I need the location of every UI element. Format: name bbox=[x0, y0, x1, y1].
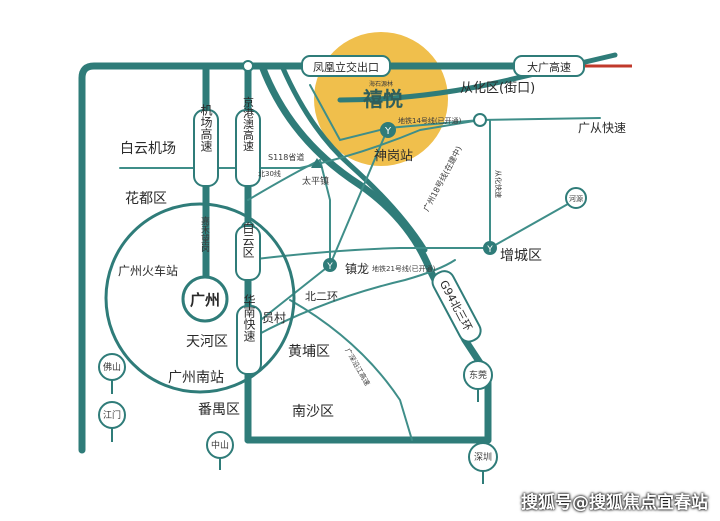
fenghuang-shield bbox=[301, 55, 391, 77]
shenzhen-label: 深圳 bbox=[474, 452, 492, 463]
bei30-label: 北30线 bbox=[258, 169, 281, 178]
daguang-label: 大广高速 bbox=[527, 60, 571, 74]
zhenlong-road bbox=[247, 199, 576, 261]
jinggangao-shield bbox=[235, 109, 261, 187]
foshan-label: 佛山 bbox=[103, 361, 121, 373]
yuancun-label: 员村 bbox=[262, 311, 286, 325]
metro18-label: 广州18号线(在建中) bbox=[421, 144, 464, 213]
location-pin-icon bbox=[206, 431, 234, 470]
watermark: 搜狐号@搜狐焦点宜春站 bbox=[521, 493, 708, 513]
svg-text:Y: Y bbox=[326, 262, 333, 272]
airport-label: 白云机场 bbox=[120, 141, 176, 157]
junction-node-icon bbox=[473, 113, 487, 127]
taiping-label: 太平镇 bbox=[302, 175, 329, 187]
zhongshan-label: 中山 bbox=[211, 439, 229, 451]
metro14-line bbox=[309, 84, 481, 142]
baiyun-shield bbox=[235, 225, 261, 281]
nansha-label: 南沙区 bbox=[292, 404, 334, 420]
metro-y-icon: Y bbox=[323, 258, 337, 272]
huadu-label: 花都区 bbox=[125, 191, 167, 207]
metro14-label: 地铁14号线(已开通) bbox=[398, 116, 462, 125]
g94-shield bbox=[431, 270, 482, 343]
daguang-lower bbox=[337, 52, 618, 103]
guangzhou-badge bbox=[181, 275, 229, 323]
beierhuan-label: 北二环 bbox=[305, 290, 338, 303]
svg-text:Y: Y bbox=[384, 126, 392, 137]
metro-y-icon: Y bbox=[380, 122, 396, 138]
taiping-marker-icon bbox=[311, 158, 323, 168]
tianhe-label: 天河区 bbox=[186, 334, 228, 350]
guangzhou-label: 广州 bbox=[190, 291, 220, 309]
guangzhou-station-label: 广州火车站 bbox=[118, 263, 178, 278]
north-ring-curve bbox=[258, 62, 492, 444]
location-pin-icon bbox=[565, 187, 587, 209]
g94-inner bbox=[279, 63, 428, 253]
beierhuan-road bbox=[247, 259, 456, 341]
heyuan-label: 河源 bbox=[569, 194, 583, 203]
fenghuang-label: 凤凰立交出口 bbox=[313, 60, 379, 74]
huangpu-label: 黄埔区 bbox=[288, 343, 330, 360]
metro21-label: 地铁21号线(已开通) bbox=[372, 264, 436, 273]
taiping-road bbox=[247, 158, 331, 266]
baiyun-label: 白云区 bbox=[241, 221, 255, 258]
huanan-shield bbox=[236, 305, 262, 375]
guangshen-road bbox=[289, 299, 413, 441]
metro-y-icon: Y bbox=[483, 241, 497, 255]
conghua-label: 从化区(街口) bbox=[460, 81, 535, 96]
dongguan-label: 东莞 bbox=[469, 369, 487, 381]
guangzhou-south-label: 广州南站 bbox=[168, 370, 224, 386]
outer-ring-road bbox=[78, 62, 579, 454]
location-pin-icon bbox=[98, 353, 126, 394]
location-pin-icon bbox=[463, 360, 493, 402]
svg-text:Y: Y bbox=[486, 245, 493, 255]
conghua-road-label: 从化快速 bbox=[494, 170, 503, 198]
zengcheng-label: 增城区 bbox=[500, 248, 542, 264]
daguang-shield bbox=[513, 55, 585, 77]
guangzhou-ring bbox=[104, 202, 296, 394]
huanan-label: 华南快速 bbox=[242, 294, 256, 342]
panyu-label: 番禺区 bbox=[198, 402, 240, 418]
location-pin-icon bbox=[468, 442, 498, 484]
guangshen-label: 广深沿江高速 bbox=[343, 347, 372, 388]
brand-top: 海石源林 bbox=[369, 80, 393, 88]
brand-name: 禧悦 bbox=[363, 87, 403, 111]
junction-node-icon bbox=[242, 60, 254, 72]
jinggangao-label: 京港澳高速 bbox=[242, 95, 255, 151]
guangcong-label: 广从快速 bbox=[578, 121, 626, 135]
zhenlong-label: 镇龙 bbox=[345, 262, 369, 276]
location-pin-icon bbox=[98, 401, 126, 442]
jichang-label: 机场高速 bbox=[199, 104, 213, 152]
jiangmen-label: 江门 bbox=[103, 409, 121, 421]
jiahe-label: 嘉禾望岗 bbox=[199, 215, 210, 252]
jichang-shield bbox=[193, 109, 219, 187]
shengang-label: 神岗站 bbox=[374, 149, 413, 164]
s118-label: S118省道 bbox=[268, 152, 304, 162]
